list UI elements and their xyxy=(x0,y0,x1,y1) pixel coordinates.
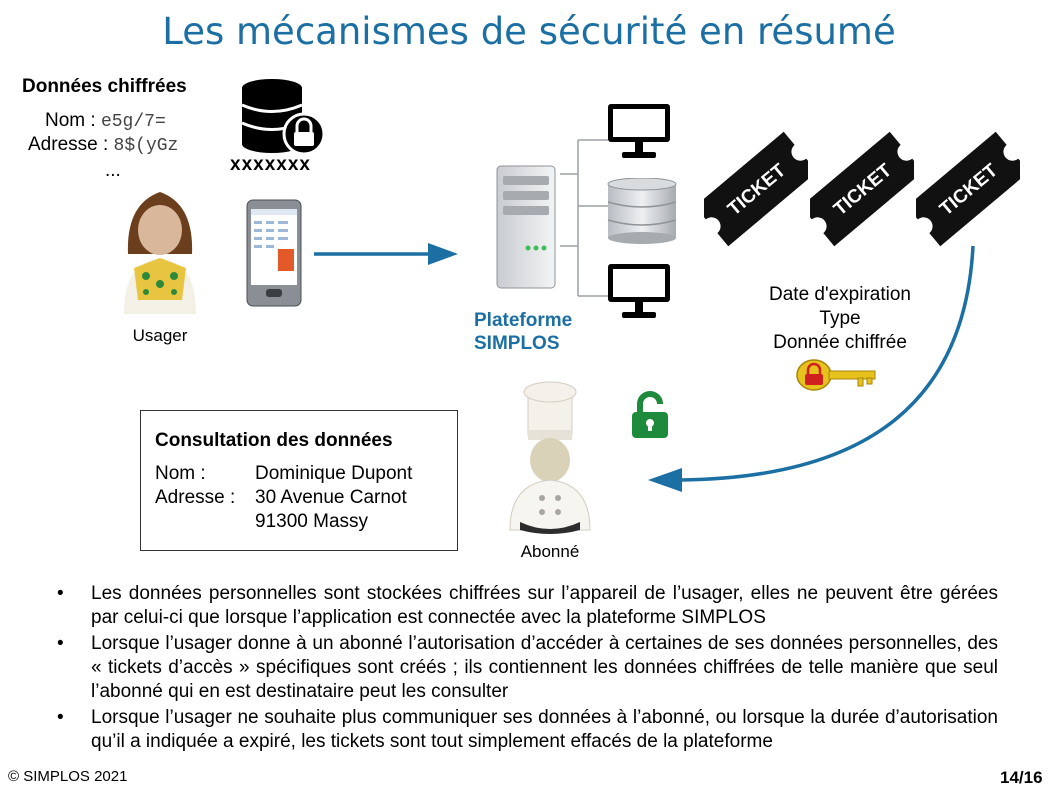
encrypted-address-value: 8$(yGz xyxy=(113,136,179,156)
arrow-to-abonne xyxy=(648,245,975,492)
abonne-label: Abonné xyxy=(520,542,580,561)
bullet-text: Les données personnelles sont stockées c… xyxy=(91,583,998,628)
platform-label-line1: Plateforme xyxy=(474,310,573,331)
encrypted-name-line: Nom : e5g/7= xyxy=(45,110,166,132)
smartphone-icon xyxy=(246,199,302,307)
monitor-icon xyxy=(608,264,670,318)
consultation-address-line2: 91300 Massy xyxy=(255,511,369,532)
platform-label-line2: SIMPLOS xyxy=(474,333,560,354)
bullet-marker: • xyxy=(57,633,64,654)
server-icon xyxy=(496,165,556,289)
encrypted-data-heading: Données chiffrées xyxy=(22,76,187,97)
encrypted-name-label: Nom : xyxy=(45,110,101,131)
platform-label: Plateforme SIMPLOS xyxy=(474,309,572,355)
abonne-avatar xyxy=(509,381,591,534)
consultation-name-label: Nom : xyxy=(155,463,206,484)
consultation-address-line1: 30 Avenue Carnot xyxy=(255,487,407,508)
copyright-footer: © SIMPLOS 2021 xyxy=(8,768,128,785)
bullet-item: • Lorsque l’usager ne souhaite plus commu… xyxy=(57,706,998,754)
key-icon xyxy=(796,359,876,391)
usager-label: Usager xyxy=(132,326,188,345)
encrypted-ellipsis: ... xyxy=(105,160,121,181)
consultation-address-label: Adresse : xyxy=(155,487,236,508)
ticket-icon: TICKET xyxy=(916,131,1020,247)
monitor-icon xyxy=(608,104,670,158)
bullet-list: • Les données personnelles sont stockées … xyxy=(57,582,998,756)
ticket-icon: TICKET xyxy=(810,131,914,247)
ticket-info: Date d'expiration Type Donnée chiffrée xyxy=(720,283,960,355)
ticket-icon: TICKET xyxy=(704,131,808,247)
unlocked-lock-icon xyxy=(632,391,668,438)
ticket-info-encrypted: Donnée chiffrée xyxy=(773,332,907,353)
bullet-marker: • xyxy=(57,707,64,728)
bullet-text: Lorsque l’usager ne souhaite plus commun… xyxy=(91,707,998,752)
bullet-item: • Lorsque l’usager donne à un abonné l’au… xyxy=(57,632,998,704)
platform-connectors xyxy=(560,139,608,297)
bullet-text: Lorsque l’usager donne à un abonné l’aut… xyxy=(91,633,998,702)
consultation-name-value: Dominique Dupont xyxy=(255,463,413,484)
encrypted-address-label: Adresse : xyxy=(28,134,114,155)
database-icon xyxy=(607,178,677,244)
page-number: 14/16 xyxy=(1000,768,1043,787)
bullet-marker: • xyxy=(57,583,64,604)
ticket-info-type: Type xyxy=(819,308,861,329)
consultation-title: Consultation des données xyxy=(155,430,393,451)
encrypted-address-line: Adresse : 8$(yGz xyxy=(28,134,178,156)
ticket-info-expiration: Date d'expiration xyxy=(769,284,911,305)
database-label: xxxxxxx xyxy=(230,154,311,175)
arrow-to-platform xyxy=(314,243,458,265)
slide-title: Les mécanismes de sécurité en résumé xyxy=(162,10,896,53)
bullet-item: • Les données personnelles sont stockées … xyxy=(57,582,998,630)
usager-avatar xyxy=(124,192,196,314)
encrypted-name-value: e5g/7= xyxy=(100,112,166,132)
locked-database-icon xyxy=(241,79,326,156)
consultation-box xyxy=(140,410,458,551)
